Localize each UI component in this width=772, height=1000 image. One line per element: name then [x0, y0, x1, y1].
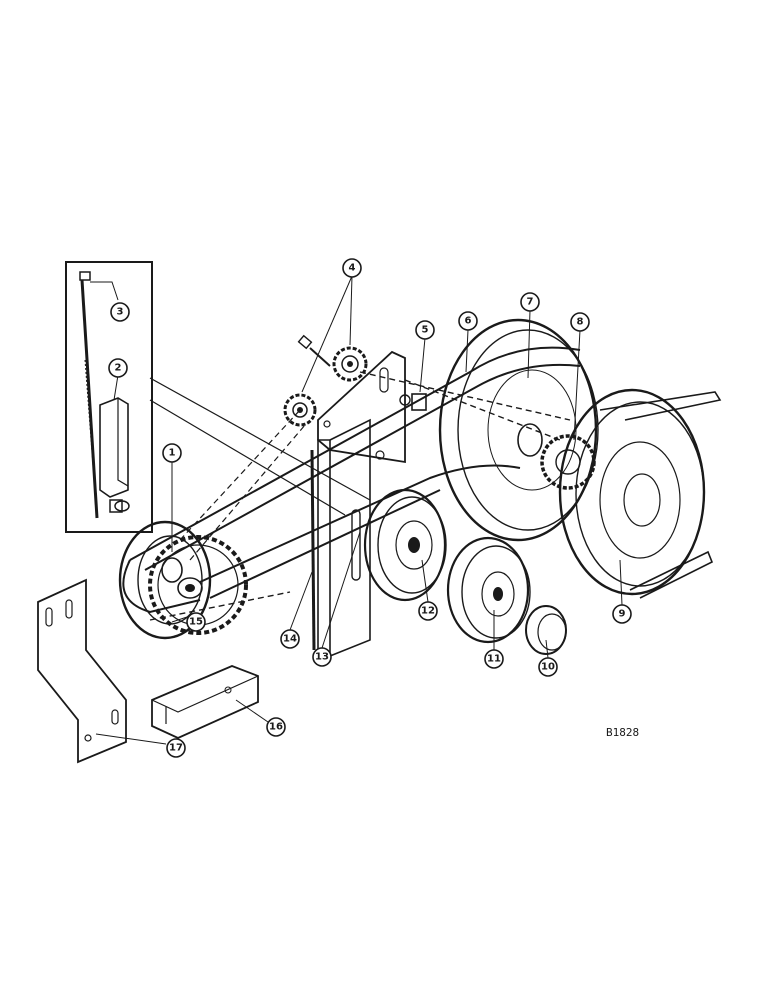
belt-9	[599, 391, 722, 599]
callout-17-label: 17	[169, 743, 183, 754]
callout-13: 13	[312, 647, 332, 667]
callout-14: 14	[280, 629, 300, 649]
callout-8-label: 8	[577, 317, 584, 328]
callout-14-label: 14	[283, 634, 297, 645]
leader-lines	[95, 275, 623, 745]
idler-plate	[317, 350, 406, 464]
channel-bracket	[99, 397, 130, 513]
belt-lower	[122, 464, 521, 614]
callout-6-label: 6	[465, 316, 472, 327]
callout-1: 1	[162, 443, 182, 463]
callout-7: 7	[520, 292, 540, 312]
callout-13-label: 13	[315, 652, 329, 663]
pulley-11	[446, 536, 531, 644]
callout-10-label: 10	[541, 662, 555, 673]
callout-11-label: 11	[487, 654, 501, 665]
callout-15: 15	[186, 612, 206, 632]
callout-5-label: 5	[422, 325, 429, 336]
callout-7-label: 7	[527, 297, 534, 308]
inset-box	[65, 261, 153, 533]
mounting-bracket-17	[37, 578, 127, 764]
lug-5	[399, 393, 427, 411]
callout-16: 16	[266, 717, 286, 737]
callout-11: 11	[484, 649, 504, 669]
idler-sprocket-upper	[332, 346, 368, 382]
figure-code: B1828	[606, 726, 639, 739]
callout-8: 8	[570, 312, 590, 332]
pulley-9	[558, 388, 706, 596]
callout-10: 10	[538, 657, 558, 677]
callout-9: 9	[612, 604, 632, 624]
belt-upper	[129, 346, 581, 571]
callout-2-label: 2	[115, 363, 122, 374]
callout-3-label: 3	[117, 307, 124, 318]
callout-12: 12	[418, 601, 438, 621]
idler-sprocket-lower	[283, 393, 317, 427]
callout-17: 17	[166, 738, 186, 758]
callout-12-label: 12	[421, 606, 435, 617]
idler-bolt	[297, 334, 331, 367]
tension-rod	[79, 271, 99, 519]
callout-4-label: 4	[349, 263, 356, 274]
callout-16-label: 16	[269, 722, 283, 733]
callout-3: 3	[110, 302, 130, 322]
callout-9-label: 9	[619, 609, 626, 620]
callout-2: 2	[108, 358, 128, 378]
pulley-12	[363, 488, 447, 602]
callout-6: 6	[458, 311, 478, 331]
callout-4: 4	[342, 258, 362, 278]
callout-15-label: 15	[189, 617, 203, 628]
callout-5: 5	[415, 320, 435, 340]
cap-10	[525, 605, 567, 655]
callout-1-label: 1	[169, 448, 176, 459]
channel-16	[151, 665, 259, 739]
